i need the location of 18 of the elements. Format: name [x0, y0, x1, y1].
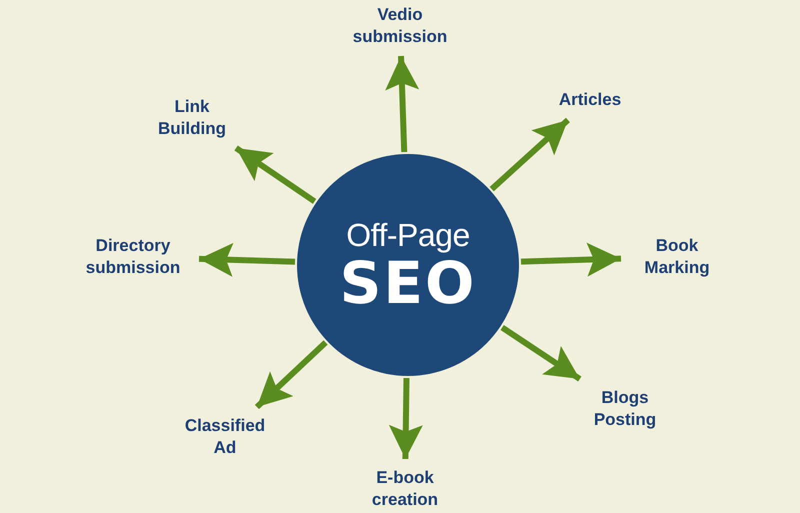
hub-subtitle: Off-Page	[346, 217, 470, 253]
arrow	[234, 146, 316, 204]
topic-label: Book Marking	[643, 235, 711, 279]
topic-label: Blogs Posting	[592, 387, 658, 431]
arrow	[520, 242, 622, 277]
topic-label: Classified Ad	[184, 415, 266, 459]
topic-label: Vedio submission	[352, 4, 448, 48]
topic-label: E-book creation	[370, 467, 440, 511]
arrow	[388, 378, 423, 460]
arrow	[500, 324, 582, 382]
arrow	[254, 340, 328, 410]
arrow	[198, 242, 296, 277]
arrow	[490, 118, 570, 192]
topic-label: Link Building	[157, 96, 227, 140]
topic-label: Directory submission	[84, 235, 182, 279]
topic-label: Articles	[558, 89, 622, 111]
arrow	[385, 56, 420, 152]
hub-title: SEO	[340, 253, 476, 313]
